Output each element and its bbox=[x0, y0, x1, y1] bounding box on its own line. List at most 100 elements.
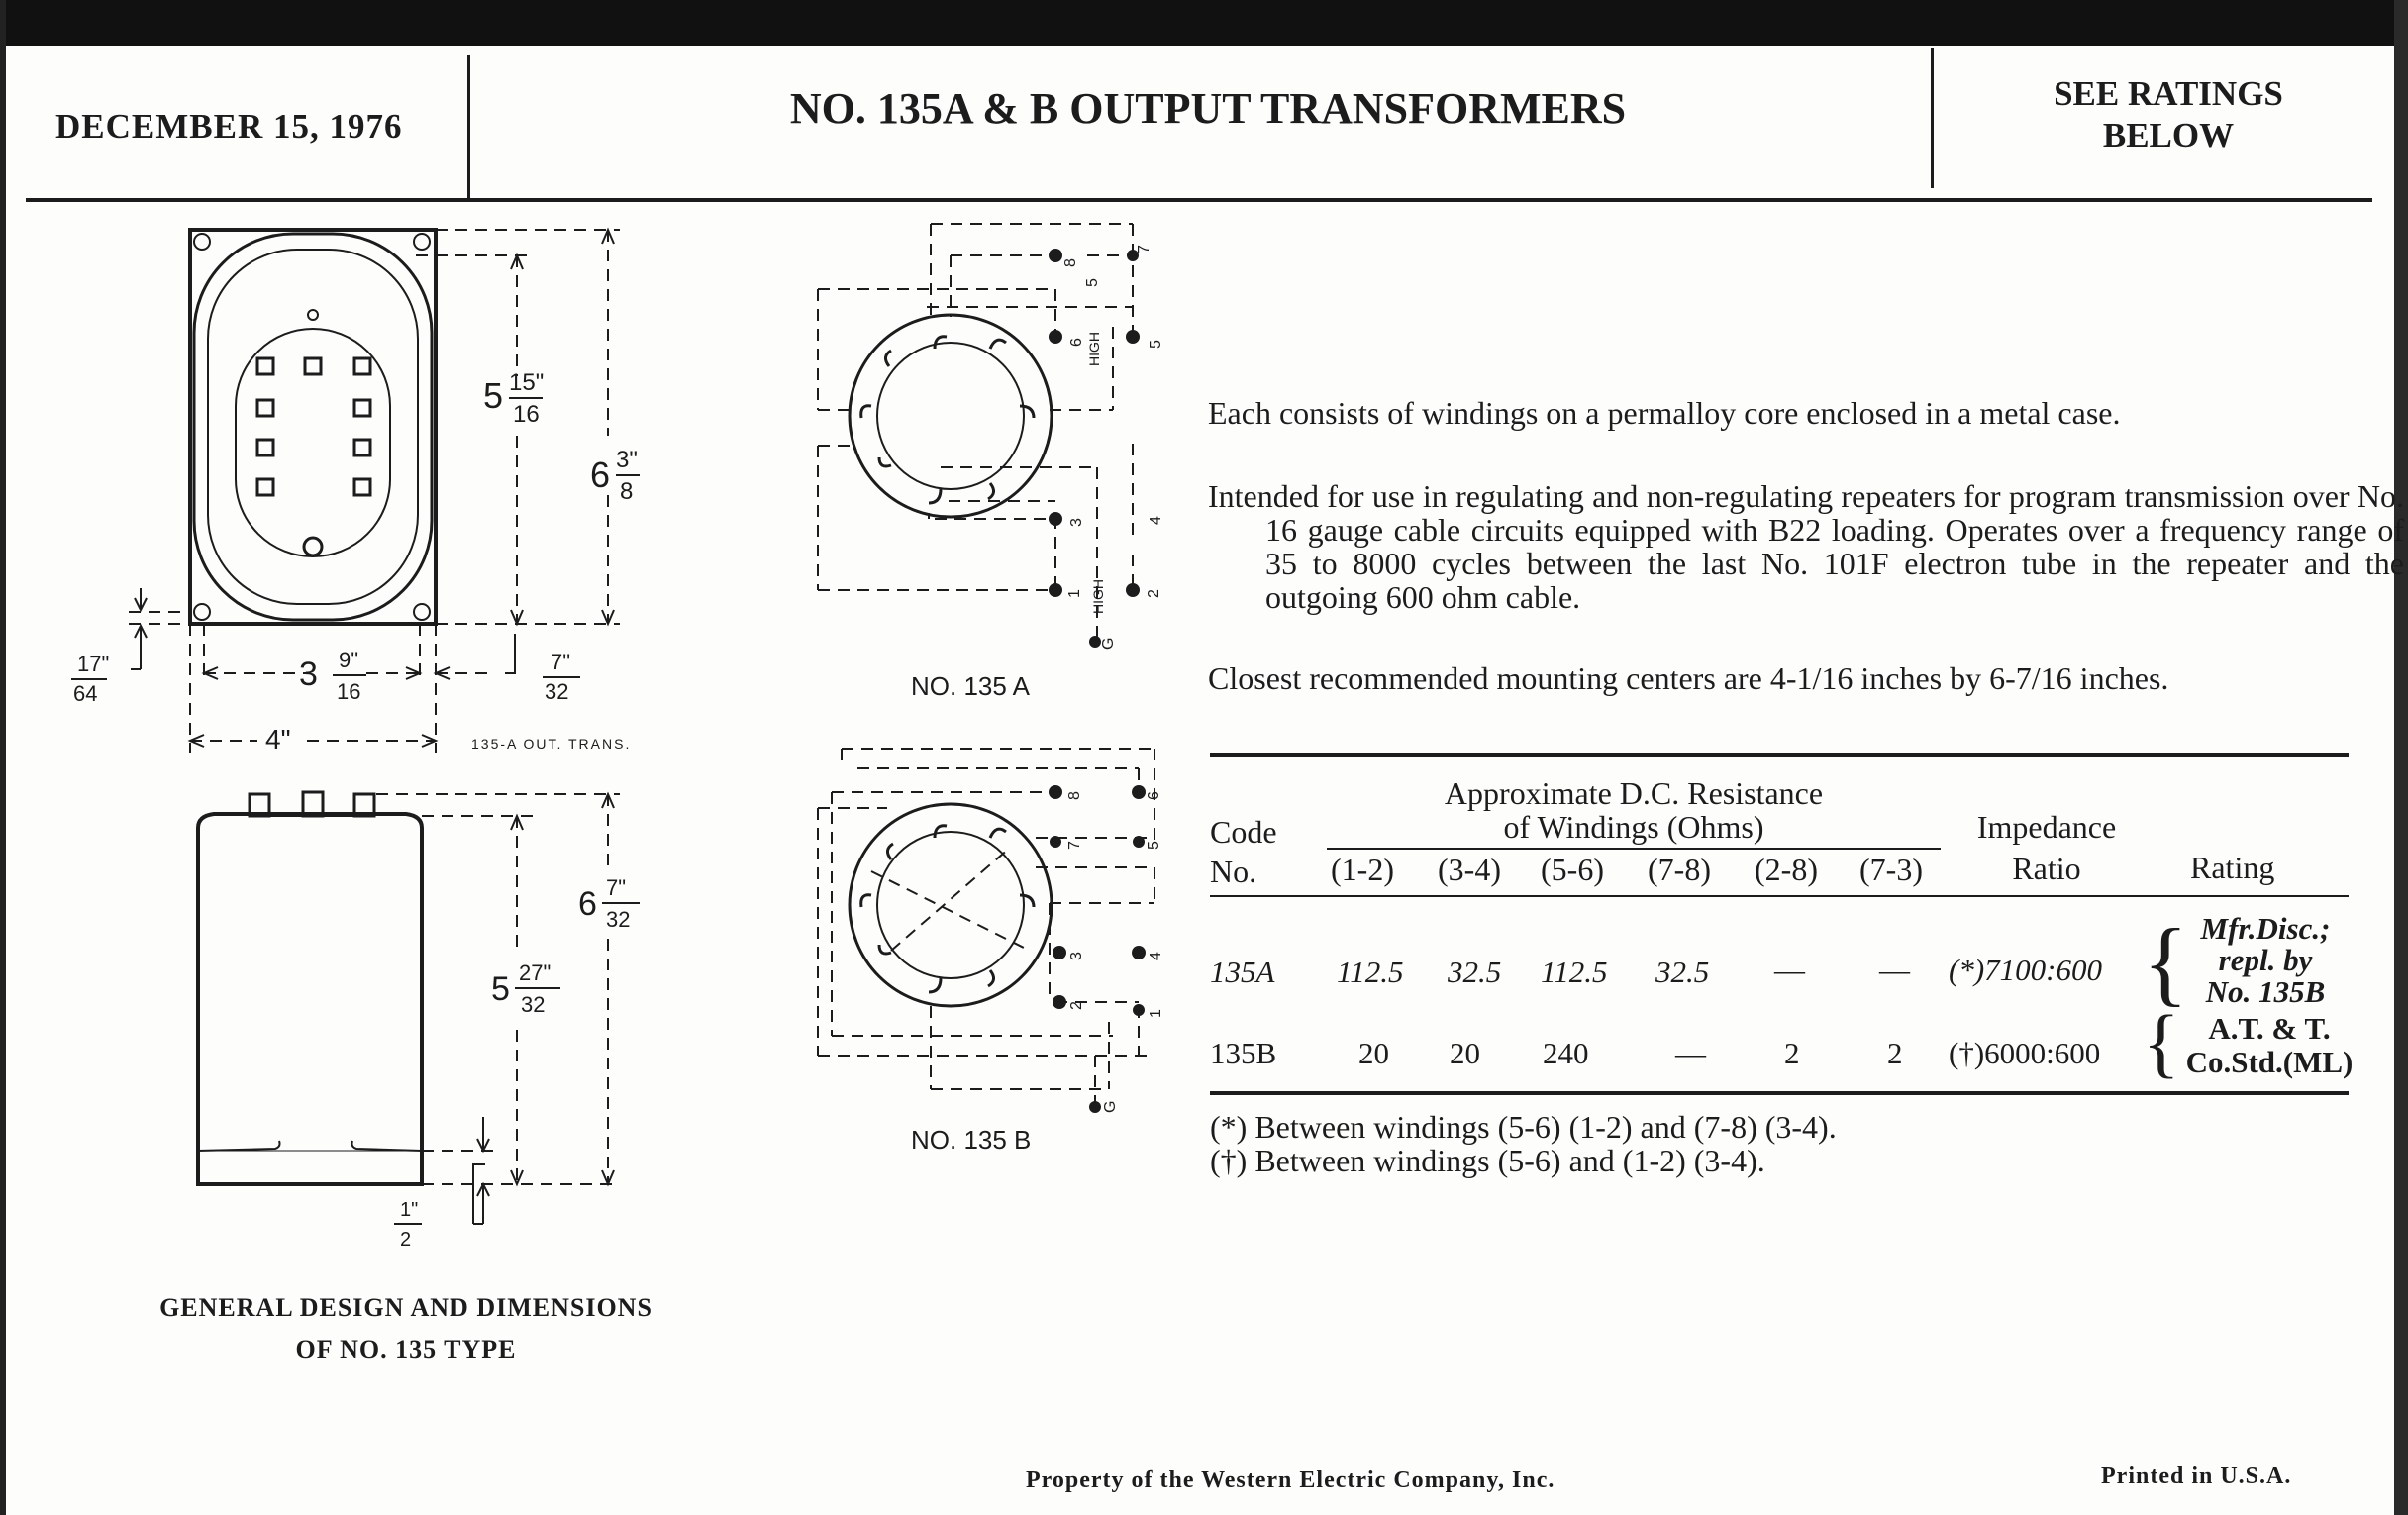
drawing-caption: GENERAL DESIGN AND DIMENSIONS OF NO. 135… bbox=[129, 1287, 683, 1370]
rating-header: Rating bbox=[2190, 850, 2275, 885]
terminal-6-label: 6 bbox=[1068, 338, 1085, 347]
issue-date: DECEMBER 15, 1976 bbox=[55, 107, 403, 146]
winding-header-1-2: (1-2) bbox=[1331, 852, 1394, 887]
dim-right-offset-num: 7" bbox=[551, 650, 570, 674]
high-label-a-upper: HIGH bbox=[1086, 332, 1102, 366]
scan-border-right bbox=[2394, 0, 2408, 1515]
winding-header-7-8: (7-8) bbox=[1648, 852, 1711, 887]
footnote-dagger: (†) Between windings (5-6) and (1-2) (3-… bbox=[1210, 1143, 1765, 1178]
terminal-b-4-label: 4 bbox=[1148, 952, 1164, 960]
row-135b-rating-brace: { bbox=[2143, 999, 2180, 1085]
row-135a-rating-line2: repl. by bbox=[2218, 943, 2313, 977]
terminal-b-3-label: 3 bbox=[1068, 952, 1085, 960]
terminal-b-8-label: 8 bbox=[1066, 791, 1083, 800]
winding-header-3-4: (3-4) bbox=[1438, 852, 1501, 887]
side-base-den: 2 bbox=[400, 1229, 411, 1251]
terminal-4-label: 4 bbox=[1148, 516, 1164, 525]
resistance-header-rule bbox=[1327, 848, 1941, 850]
resistance-group-header-line1: Approximate D.C. Resistance bbox=[1444, 775, 1824, 811]
dim-height-total-den: 8 bbox=[620, 478, 633, 505]
row-135b-rating: A.T. & T. Co.Std.(ML) bbox=[2170, 1012, 2368, 1079]
schematic-135b-label: NO. 135 B bbox=[911, 1125, 1031, 1155]
table-top-rule bbox=[1210, 753, 2349, 757]
row-135b-rating-line2: Co.Std.(ML) bbox=[2185, 1045, 2354, 1079]
terminal-8-label: 8 bbox=[1062, 258, 1079, 267]
resistance-group-header: Approximate D.C. Resistance of Windings … bbox=[1327, 776, 1941, 844]
table-header-rule bbox=[1210, 895, 2349, 897]
terminal-2-label: 2 bbox=[1146, 589, 1162, 598]
scan-border-left bbox=[0, 0, 6, 1515]
schematic-135b-leads bbox=[817, 748, 1155, 1105]
schematic-135a-label: NO. 135 A bbox=[911, 671, 1031, 701]
printed-notice: Printed in U.S.A. bbox=[2101, 1464, 2292, 1489]
row-135a-rating-line1: Mfr.Disc.; bbox=[2200, 911, 2331, 946]
winding-header-7-3: (7-3) bbox=[1859, 852, 1923, 887]
row-135b-7-3: 2 bbox=[1887, 1036, 1903, 1070]
side-height-total-den: 32 bbox=[606, 907, 630, 932]
terminal-b-6-label: 6 bbox=[1146, 791, 1162, 800]
terminal-3-label: 3 bbox=[1068, 518, 1085, 527]
terminal-1-label: 1 bbox=[1066, 589, 1083, 598]
high-label-a-lower: HIGH bbox=[1090, 579, 1106, 614]
schematic-135a-leads bbox=[817, 223, 1134, 640]
row-135b-2-8: 2 bbox=[1784, 1036, 1800, 1070]
dim-height-inner-den: 16 bbox=[513, 401, 540, 428]
property-notice: Property of the Western Electric Company… bbox=[1026, 1467, 1555, 1493]
dim-width-inner-whole: 3 bbox=[299, 656, 318, 693]
dim-height-total-whole: 6 bbox=[590, 454, 610, 495]
row-135b-1-2: 20 bbox=[1358, 1036, 1389, 1070]
impedance-header-line2: Ratio bbox=[2012, 851, 2081, 886]
row-135a-code: 135A bbox=[1210, 955, 1275, 989]
header-divider-left bbox=[467, 55, 470, 198]
side-height-total-whole: 6 bbox=[578, 885, 597, 923]
terminal-b-5-label: 5 bbox=[1146, 841, 1162, 850]
dim-height-inner-whole: 5 bbox=[483, 375, 503, 416]
side-base-num: 1" bbox=[400, 1199, 418, 1221]
side-view-arrows bbox=[472, 791, 615, 1225]
description-paragraph-3: Closest recommended mounting centers are… bbox=[1208, 660, 2169, 696]
header-rule bbox=[26, 198, 2372, 202]
code-header-line1: Code bbox=[1210, 814, 1277, 850]
schematic-135b bbox=[848, 802, 1054, 1008]
code-header-line2: No. bbox=[1210, 854, 1257, 889]
scan-border-top bbox=[0, 0, 2408, 46]
row-135a-7-3: — bbox=[1879, 953, 1910, 987]
impedance-header-line1: Impedance bbox=[1976, 809, 2117, 845]
nameplate-label: 135-A OUT. TRANS. bbox=[471, 736, 631, 752]
ground-label-b: G bbox=[1102, 1101, 1119, 1113]
terminal-7-label: 7 bbox=[1136, 245, 1153, 253]
row-135b-3-4: 20 bbox=[1450, 1036, 1480, 1070]
footnote-asterisk: (*) Between windings (5-6) (1-2) and (7-… bbox=[1210, 1109, 1837, 1145]
side-height-inner-den: 32 bbox=[521, 992, 545, 1017]
row-135a-rating-line3: No. 135B bbox=[2205, 974, 2326, 1009]
ratings-note: SEE RATINGS BELOW bbox=[1941, 73, 2396, 156]
transformer-side-view bbox=[196, 790, 424, 1186]
side-height-inner-whole: 5 bbox=[491, 970, 510, 1008]
dim-right-offset-den: 32 bbox=[545, 679, 568, 704]
dim-left-offset-den: 64 bbox=[73, 681, 97, 706]
winding-header-5-6: (5-6) bbox=[1541, 852, 1604, 887]
terminal-5-upper-label: 5 bbox=[1084, 278, 1101, 287]
top-view-dimension-lines bbox=[129, 229, 620, 753]
row-135b-5-6: 240 bbox=[1543, 1036, 1589, 1070]
side-height-total-num: 7" bbox=[606, 875, 626, 900]
terminal-dots bbox=[1049, 249, 1146, 1113]
dim-width-total: 4" bbox=[265, 724, 291, 755]
row-135a-7-8: 32.5 bbox=[1656, 955, 1710, 989]
row-135b-impedance: (†)6000:600 bbox=[1949, 1036, 2101, 1070]
row-135b-code: 135B bbox=[1210, 1036, 1277, 1070]
top-view-arrows bbox=[131, 227, 615, 748]
terminal-b-2-label: 2 bbox=[1068, 1001, 1085, 1010]
code-header: Code No. bbox=[1210, 812, 1277, 891]
dim-left-offset-num: 17" bbox=[77, 652, 109, 676]
dim-width-inner-den: 16 bbox=[337, 679, 360, 704]
description-paragraph-1: Each consists of windings on a permalloy… bbox=[1208, 395, 2121, 431]
winding-header-2-8: (2-8) bbox=[1755, 852, 1818, 887]
description-paragraph-2: Intended for use in regulating and non-r… bbox=[1208, 478, 2404, 615]
table-bottom-rule bbox=[1210, 1091, 2349, 1095]
ratings-note-line1: SEE RATINGS bbox=[2054, 74, 2283, 113]
row-135a-3-4: 32.5 bbox=[1448, 955, 1502, 989]
dim-width-inner-num: 9" bbox=[339, 648, 358, 672]
row-135a-rating: Mfr.Disc.; repl. by No. 135B bbox=[2166, 913, 2364, 1008]
